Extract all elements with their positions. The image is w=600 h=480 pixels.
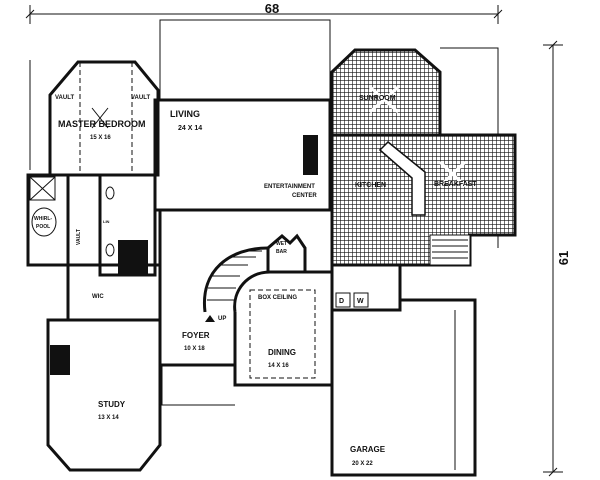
room-foyer: FOYER 10 X 18 xyxy=(158,210,235,406)
foyer-size: 10 X 18 xyxy=(184,346,205,352)
width-dimension: 68 xyxy=(25,1,503,24)
box-ceiling-label: BOX CEILING xyxy=(258,295,297,301)
wet-bar: WET BAR xyxy=(266,233,307,274)
washer-label: W xyxy=(357,298,364,305)
kitchen-label: KITCHEN xyxy=(355,182,386,189)
living-size: 24 X 14 xyxy=(178,125,202,132)
dryer-label: D xyxy=(339,298,344,305)
room-study: STUDY 13 X 14 xyxy=(46,318,162,472)
wet-bar-label-2: BAR xyxy=(276,249,287,255)
master-bath: WHIRL- POOL VAULT LIN xyxy=(26,173,157,277)
room-sunroom: SUNROOM xyxy=(330,48,442,137)
staircase: UP xyxy=(202,246,271,322)
vault-label: VAULT xyxy=(131,95,150,101)
wet-bar-label: WET xyxy=(276,241,287,247)
living-label: LIVING xyxy=(170,109,200,119)
entertainment-center-label-2: CENTER xyxy=(292,193,317,199)
dining-size: 14 X 16 xyxy=(268,363,289,369)
garage-label: GARAGE xyxy=(350,445,386,454)
breakfast-label: BREAKFAST xyxy=(434,181,478,188)
whirlpool-label: WHIRL- xyxy=(34,216,52,222)
master-bedroom-label: MASTER BEDROOM xyxy=(58,119,146,129)
sunroom-label: SUNROOM xyxy=(359,95,396,102)
whirlpool-label-2: POOL xyxy=(36,224,50,230)
up-label: UP xyxy=(218,316,226,322)
dining-label: DINING xyxy=(268,348,296,357)
room-dining: BOX CEILING DINING 14 X 16 xyxy=(233,270,332,387)
depth-label: 61 xyxy=(556,251,571,265)
laundry: D W xyxy=(330,263,402,312)
width-label: 68 xyxy=(265,1,279,16)
wic-label: WIC xyxy=(92,294,104,300)
foyer-label: FOYER xyxy=(182,331,210,340)
master-bedroom-size: 15 X 16 xyxy=(90,135,111,141)
room-breakfast: BREAKFAST xyxy=(429,160,478,266)
entertainment-center-label: ENTERTAINMENT xyxy=(264,184,315,190)
vault-label: VAULT xyxy=(55,95,74,101)
room-living: LIVING 24 X 14 ENTERTAINMENT CENTER xyxy=(153,98,332,212)
room-kitchen: KITCHEN xyxy=(330,133,517,267)
linen-label: LIN xyxy=(103,219,110,224)
vault-label: VAULT xyxy=(76,229,82,245)
depth-dimension: 61 xyxy=(543,40,571,477)
study-label: STUDY xyxy=(98,400,126,409)
room-master-bedroom: VAULT VAULT MASTER BEDROOM 15 X 16 xyxy=(48,60,160,177)
garage-size: 20 X 22 xyxy=(352,461,373,467)
room-garage: GARAGE 20 X 22 xyxy=(330,298,477,477)
study-size: 13 X 14 xyxy=(98,415,119,421)
